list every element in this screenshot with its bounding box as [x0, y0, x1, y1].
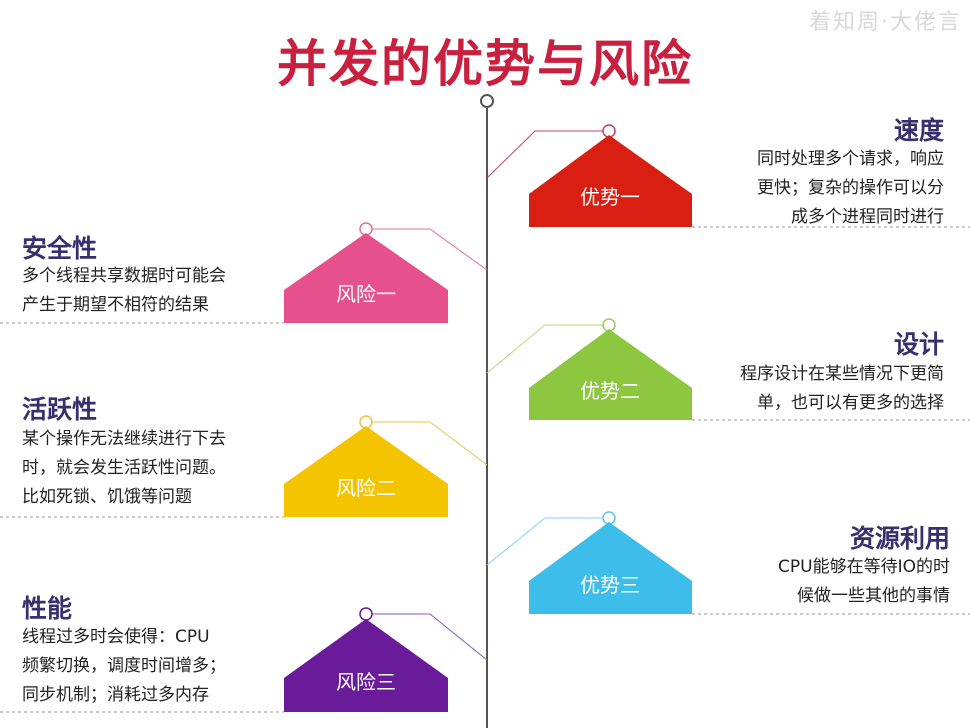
connector-risk-3: [366, 613, 488, 661]
desc-line: CPU能够在等待IO的时: [778, 557, 950, 577]
badge-shape-advantage-1: [529, 135, 692, 227]
connector-risk-1: [366, 228, 488, 271]
desc-line: 成多个进程同时进行: [791, 207, 944, 227]
desc-line: 产生于期望不相符的结果: [22, 295, 209, 315]
connector-risk-2: [366, 421, 488, 466]
desc-risk-2: 某个操作无法继续进行下去 时，就会发生活跃性问题。 比如死锁、饥饿等问题: [22, 425, 226, 512]
desc-line: 时，就会发生活跃性问题。: [22, 458, 226, 478]
desc-line: 频繁切换，调度时间增多；: [22, 656, 226, 676]
desc-line: 同步机制；消耗过多内存: [22, 685, 209, 705]
heading-risk-1: 安全性: [22, 234, 98, 263]
connector-advantage-1: [486, 130, 609, 179]
desc-advantage-1: 同时处理多个请求，响应 更快；复杂的操作可以分 成多个进程同时进行: [757, 145, 944, 232]
desc-line: 比如死锁、饥饿等问题: [22, 487, 192, 507]
badge-shape-risk-2: [284, 426, 448, 517]
heading-advantage-1: 速度: [893, 116, 944, 145]
heading-risk-3: 性能: [22, 594, 73, 623]
desc-advantage-3: CPU能够在等待IO的时 候做一些其他的事情: [778, 553, 950, 611]
badge-label-risk-1: 风险一: [336, 282, 396, 306]
desc-line: 多个线程共享数据时可能会: [22, 266, 226, 286]
badge-shape-risk-3: [284, 619, 448, 712]
badge-label-risk-3: 风险三: [336, 670, 396, 694]
node-risk-3: [359, 607, 373, 621]
heading-advantage-2: 设计: [893, 330, 944, 359]
badge-label-risk-2: 风险二: [336, 476, 396, 500]
desc-line: 单，也可以有更多的选择: [757, 393, 944, 413]
desc-risk-1: 多个线程共享数据时可能会 产生于期望不相符的结果: [22, 262, 226, 320]
connector-advantage-3: [486, 517, 609, 566]
timeline-top-node: [480, 94, 494, 108]
badge-label-advantage-2: 优势二: [580, 379, 640, 403]
desc-advantage-2: 程序设计在某些情况下更简 单，也可以有更多的选择: [740, 360, 944, 418]
heading-advantage-3: 资源利用: [849, 524, 950, 553]
desc-line: 某个操作无法继续进行下去: [22, 429, 226, 449]
desc-line: 候做一些其他的事情: [797, 586, 950, 606]
desc-line: 程序设计在某些情况下更简: [740, 364, 944, 384]
badge-label-advantage-3: 优势三: [580, 573, 640, 597]
badge-shape-advantage-3: [529, 522, 692, 614]
desc-risk-3: 线程过多时会使得：CPU 频繁切换，调度时间增多； 同步机制；消耗过多内存: [22, 623, 226, 710]
page-title: 并发的优势与风险: [277, 35, 693, 93]
desc-line: 同时处理多个请求，响应: [757, 149, 944, 169]
badge-shape-risk-1: [284, 233, 448, 323]
heading-risk-2: 活跃性: [22, 395, 98, 424]
watermark: 着知周·大佬言: [809, 10, 962, 35]
badge-label-advantage-1: 优势一: [580, 185, 640, 209]
desc-line: 更快；复杂的操作可以分: [757, 178, 944, 198]
desc-line: 线程过多时会使得：CPU: [22, 627, 210, 647]
badge-shape-advantage-2: [529, 329, 692, 420]
connector-advantage-2: [486, 324, 609, 374]
